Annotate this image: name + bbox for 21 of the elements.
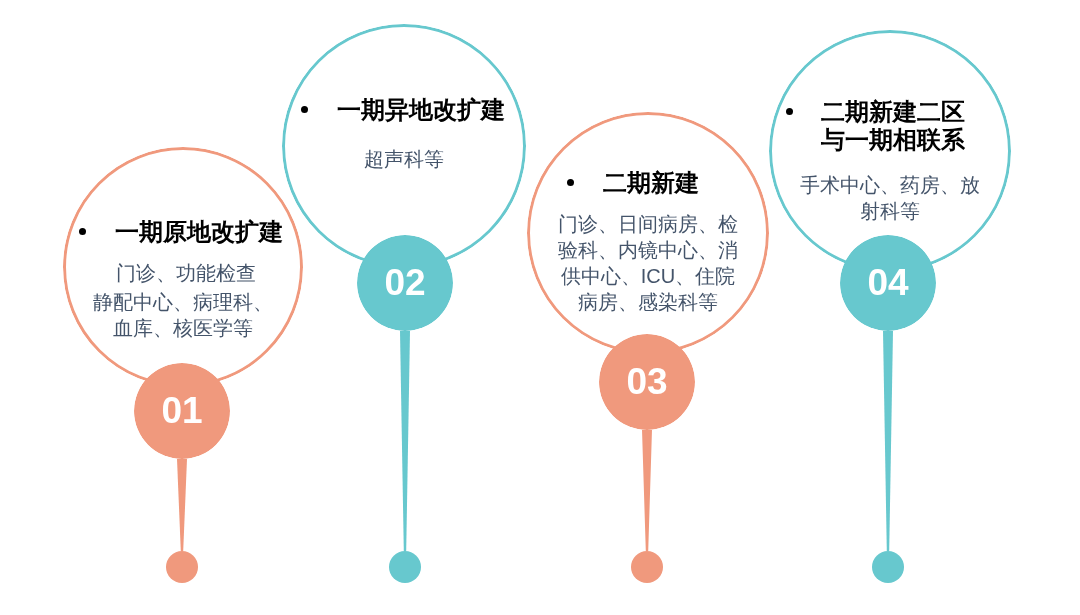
body-text: 手术中心、药房、放射科等: [799, 173, 981, 224]
number-circle: 01: [134, 363, 230, 459]
body-text: 静配中心、病理科、血库、核医学等: [92, 290, 274, 341]
dot: [389, 551, 421, 583]
body-text: 门诊、功能检查: [115, 261, 257, 286]
number-circle: 04: [840, 235, 936, 331]
heading: 二期新建二区与一期相联系: [821, 98, 966, 154]
dot: [631, 551, 663, 583]
dot: [872, 551, 904, 583]
tapered-connector: [400, 331, 410, 551]
heading: 一期异地改扩建: [337, 96, 506, 124]
body-text: 超声科等: [363, 147, 445, 172]
number-circle: 03: [599, 334, 695, 430]
body-text: 门诊、日间病房、检验科、内镜中心、消供中心、ICU、住院病房、感染科等: [557, 212, 739, 315]
tapered-connector: [177, 459, 187, 551]
tapered-connector: [883, 331, 893, 551]
tapered-connector: [642, 430, 652, 551]
heading: 一期原地改扩建: [115, 218, 284, 246]
dot: [166, 551, 198, 583]
number-circle: 02: [357, 235, 453, 331]
heading: 二期新建: [603, 169, 700, 197]
